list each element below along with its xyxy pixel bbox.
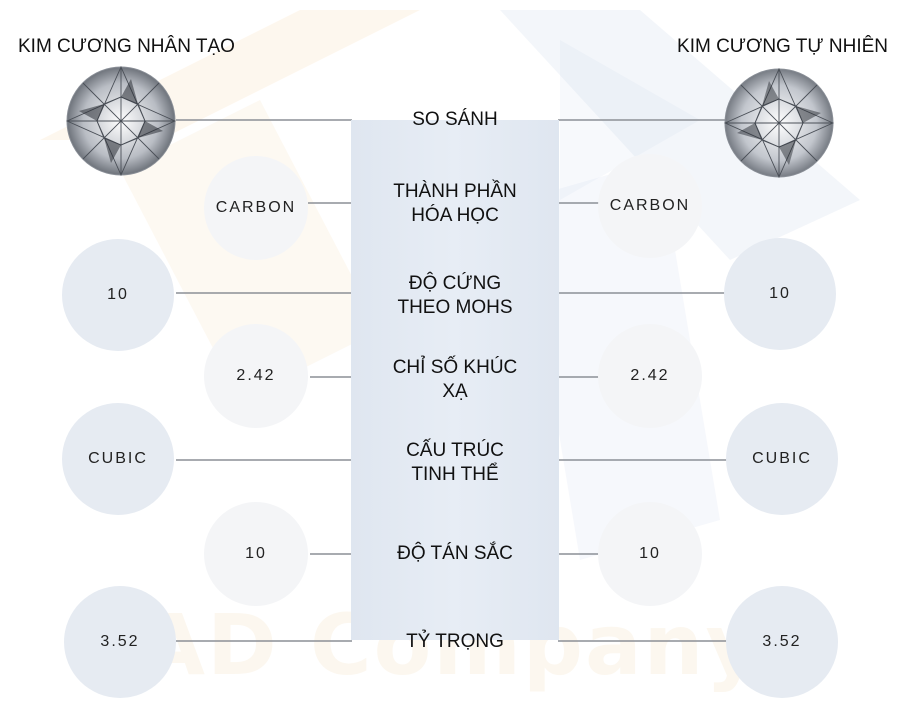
- right-value-chemical-composition: CARBON: [598, 154, 702, 258]
- right-value-density: 3.52: [726, 586, 838, 698]
- right-value-crystal-structure: CUBIC: [726, 403, 838, 515]
- natural-diamond-image: [724, 68, 834, 178]
- label-comparison: SO SÁNH: [412, 109, 498, 130]
- right-value-refractive-index: 2.42: [598, 324, 702, 428]
- title-lab-grown-diamond: KIM CƯƠNG NHÂN TẠO: [18, 36, 235, 57]
- label-chemical-composition: THÀNH PHẦN HÓA HỌC: [393, 181, 517, 226]
- label-crystal-structure: CẤU TRÚC TINH THỂ: [406, 440, 504, 485]
- right-value-mohs-hardness: 10: [724, 238, 836, 350]
- title-natural-diamond: KIM CƯƠNG TỰ NHIÊN: [677, 36, 888, 57]
- label-mohs-hardness: ĐỘ CỨNG THEO MOHS: [397, 273, 513, 318]
- label-density: TỶ TRỌNG: [406, 631, 504, 652]
- left-value-crystal-structure: CUBIC: [62, 403, 174, 515]
- left-value-chemical-composition: CARBON: [204, 156, 308, 260]
- left-value-mohs-hardness: 10: [62, 239, 174, 351]
- left-value-density: 3.52: [64, 586, 176, 698]
- left-value-refractive-index: 2.42: [204, 324, 308, 428]
- comparison-center-column: [351, 120, 559, 640]
- left-value-dispersion: 10: [204, 502, 308, 606]
- label-dispersion: ĐỘ TÁN SẮC: [397, 543, 513, 564]
- label-refractive-index: CHỈ SỐ KHÚC XẠ: [392, 357, 518, 402]
- right-value-dispersion: 10: [598, 502, 702, 606]
- lab-diamond-image: [66, 66, 176, 176]
